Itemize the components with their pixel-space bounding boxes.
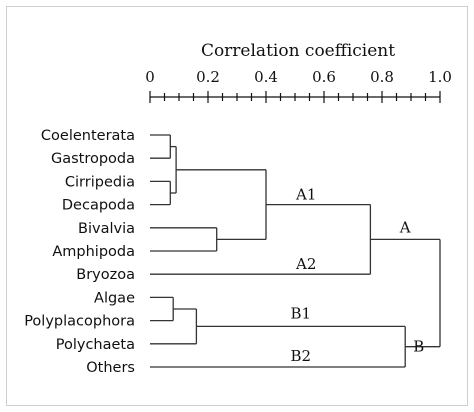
leaf-label-others: Others bbox=[86, 360, 135, 376]
leaf-label-decapoda: Decapoda bbox=[62, 198, 135, 214]
cluster-label-a2: A2 bbox=[295, 255, 316, 273]
cluster-label-b: B bbox=[413, 338, 424, 356]
leaf-label-bryozoa: Bryozoa bbox=[76, 267, 135, 283]
tick-label: 0 bbox=[145, 68, 155, 86]
tick-label: 0.4 bbox=[254, 68, 278, 86]
leaf-label-amphipoda: Amphipoda bbox=[52, 244, 135, 260]
cluster-label-a: A bbox=[399, 218, 411, 236]
leaf-label-coelenterata: Coelenterata bbox=[41, 128, 135, 144]
leaf-labels: CoelenterataGastropodaCirripediaDecapoda… bbox=[24, 128, 135, 376]
leaf-label-polyplacophora: Polyplacophora bbox=[24, 314, 135, 330]
figure-frame bbox=[6, 6, 468, 406]
cluster-label-a1: A1 bbox=[295, 186, 316, 204]
correlation-axis: 0 0.2 0.4 0.6 0.8 1.0 bbox=[145, 68, 452, 103]
cluster-label-b2: B2 bbox=[291, 347, 312, 365]
leaf-label-algae: Algae bbox=[94, 290, 135, 306]
cluster-label-b1: B1 bbox=[291, 304, 312, 322]
leaf-label-cirripedia: Cirripedia bbox=[65, 174, 135, 190]
dendrogram-links bbox=[150, 134, 441, 368]
tick-label: 1.0 bbox=[428, 68, 452, 86]
tick-label: 0.8 bbox=[370, 68, 394, 86]
leaf-label-gastropoda: Gastropoda bbox=[51, 151, 135, 167]
axis-title: Correlation coefficient bbox=[201, 41, 395, 61]
tick-label: 0.6 bbox=[312, 68, 336, 86]
leaf-label-polychaeta: Polychaeta bbox=[56, 337, 135, 353]
leaf-label-bivalvia: Bivalvia bbox=[78, 221, 135, 237]
tick-label: 0.2 bbox=[196, 68, 220, 86]
